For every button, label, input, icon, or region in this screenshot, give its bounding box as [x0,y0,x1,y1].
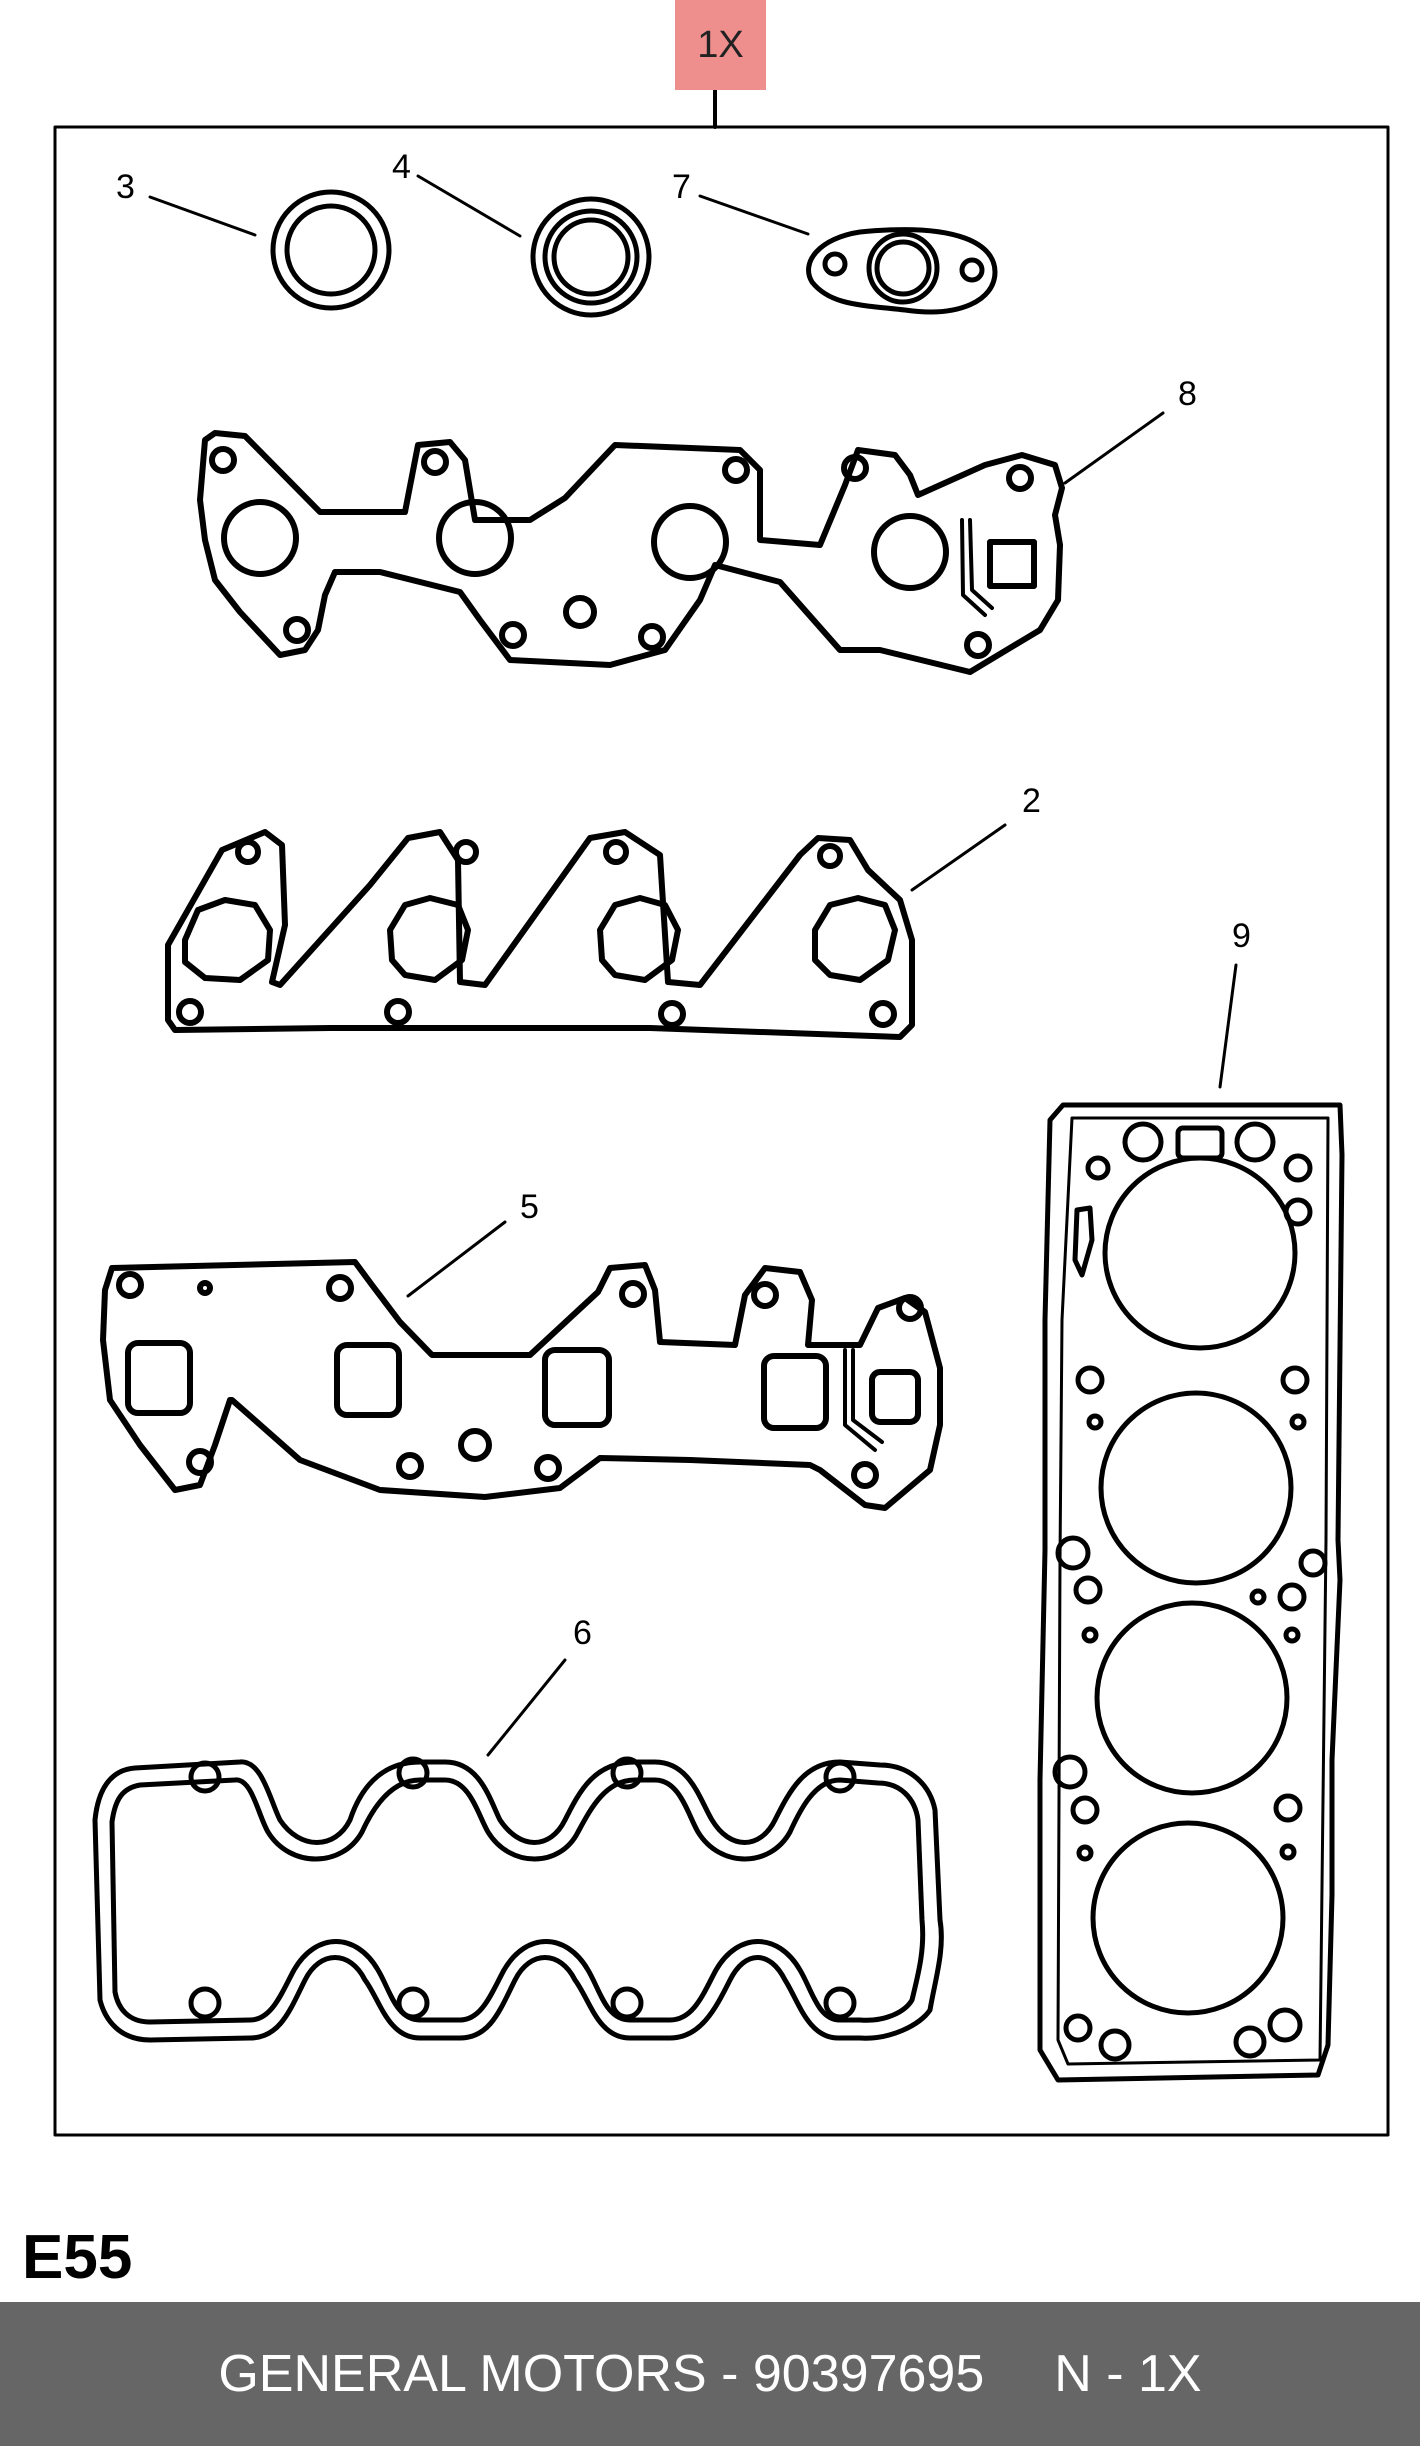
part-5-intake-gasket [100,1259,943,1511]
callout-6: 6 [573,1614,592,1652]
callout-8: 8 [1178,375,1197,413]
callout-5: 5 [520,1188,539,1226]
diagram-frame [53,125,1390,2137]
leader-5 [406,1220,507,1298]
quantity-badge: 1X [675,0,766,90]
footer-part-number: GENERAL MOTORS - 90397695 [218,2345,985,2403]
part-7-flange-gasket [806,227,998,315]
callout-9: 9 [1232,917,1251,955]
diagram-code: E55 [22,2223,133,2292]
part-4-double-ring [530,196,652,318]
leader-9 [1218,963,1238,1089]
callout-3: 3 [116,168,135,206]
part-8-manifold-gasket [197,430,1065,675]
leader-2 [910,823,1007,892]
footer-quantity: N - 1X [1054,2345,1202,2403]
part-9-head-gasket [1037,1102,1345,2083]
leader-7 [698,194,810,236]
part-3-seal-ring [270,189,392,311]
footer-bar: GENERAL MOTORS - 90397695 N - 1X [0,2302,1420,2446]
gasket-set-diagram: 3 4 7 8 2 [53,88,1390,2137]
callout-4: 4 [392,148,411,186]
leader-3 [148,195,257,237]
callout-7: 7 [672,168,691,206]
part-2-exhaust-gasket [165,829,915,1040]
part-6-valve-cover-gasket [92,1756,944,2043]
leader-6 [486,1658,567,1757]
leader-8 [1063,411,1165,485]
leader-4 [416,174,522,238]
callout-2: 2 [1022,782,1041,820]
